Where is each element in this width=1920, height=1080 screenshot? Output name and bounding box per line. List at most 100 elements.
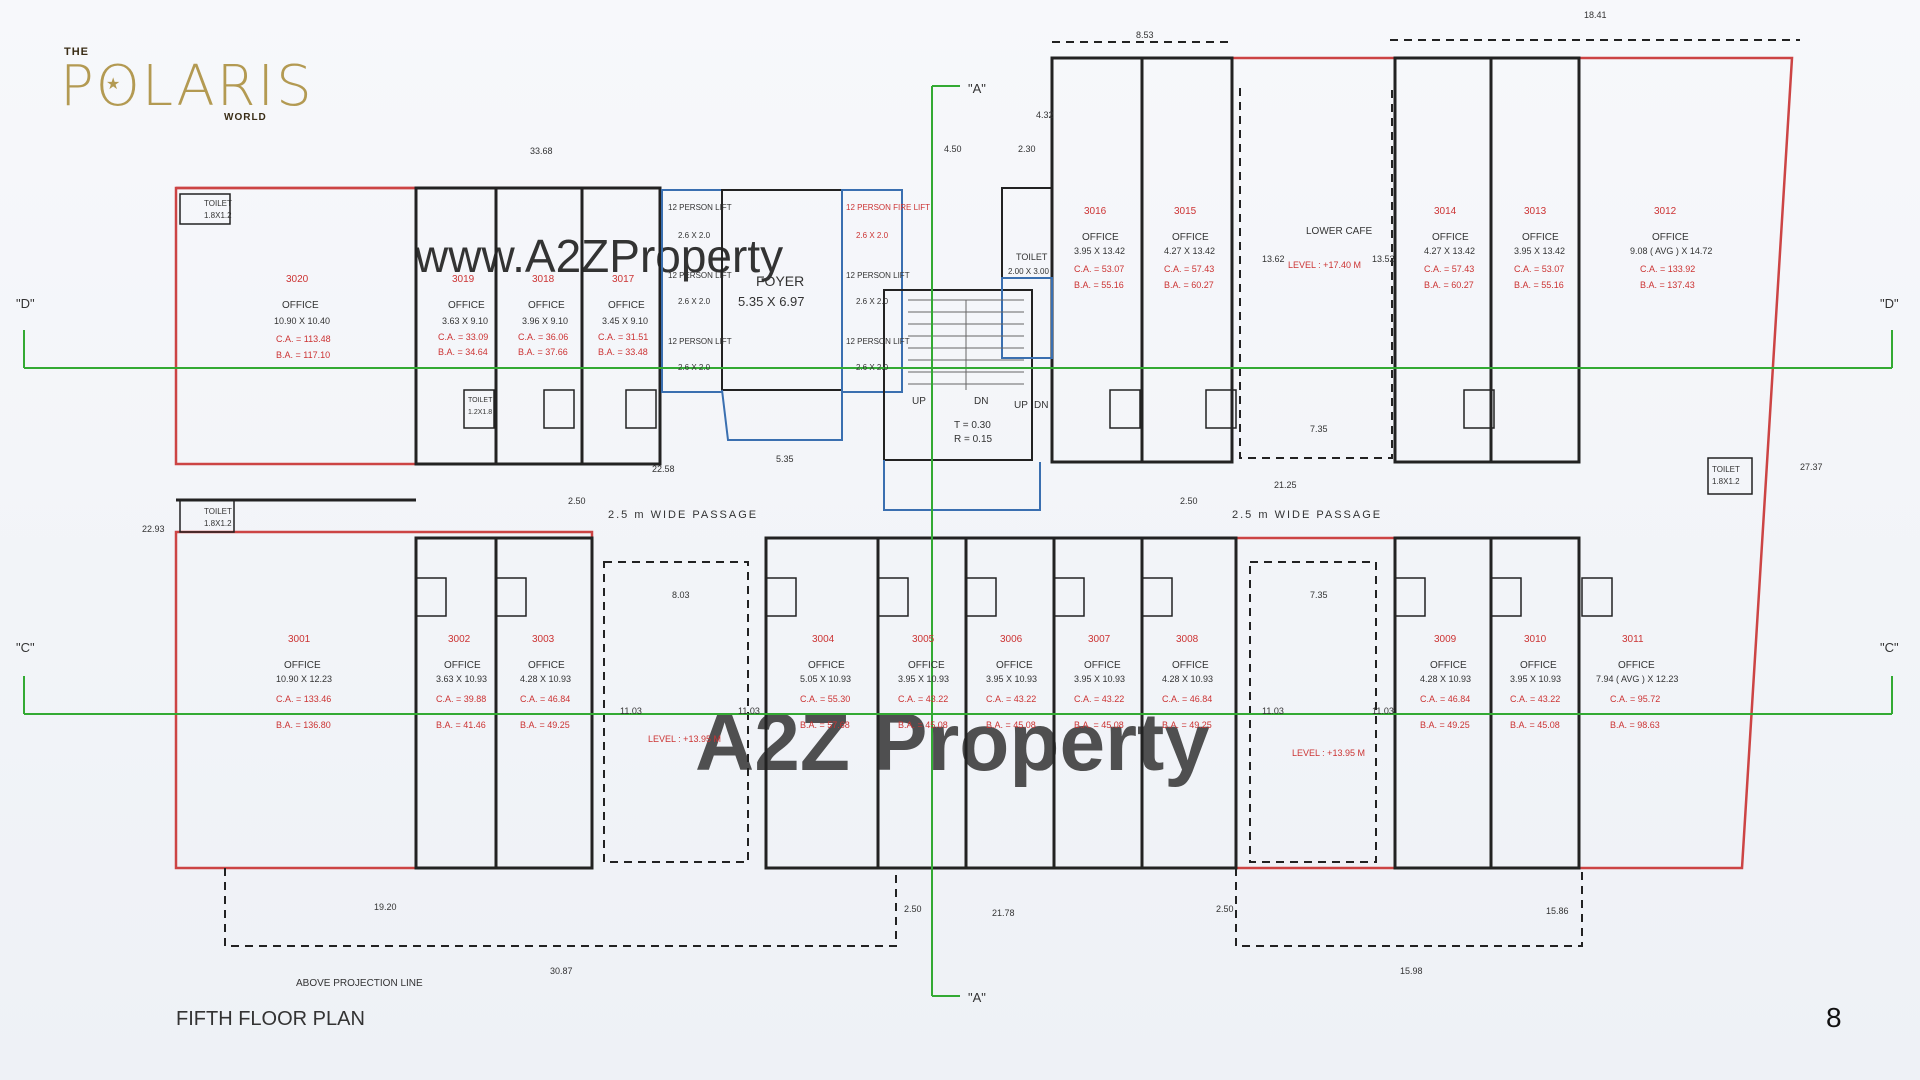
bottom-offices: 3001 OFFICE 10.90 X 12.23 C.A. = 133.46 … xyxy=(276,634,1678,730)
office-3006: 3006 OFFICE 3.95 X 10.93 C.A. = 43.22 B.… xyxy=(986,634,1037,730)
office-number: 3001 xyxy=(288,634,311,645)
office-ba: B.A. = 55.16 xyxy=(1074,280,1124,290)
office-number: 3005 xyxy=(912,634,935,645)
office-size: 3.95 X 10.93 xyxy=(1074,674,1125,684)
dim-7-35-top: 7.35 xyxy=(1310,424,1328,434)
office-size: 3.96 X 9.10 xyxy=(522,316,568,326)
office-number: 3016 xyxy=(1084,206,1107,217)
office-size: 4.28 X 10.93 xyxy=(1420,674,1471,684)
toilet-small-size: 1.2X1.8 xyxy=(468,409,492,416)
cafe-name: LOWER CAFE xyxy=(1306,226,1372,237)
logo-the: THE xyxy=(64,46,89,58)
dim-11-03-d: 11.03 xyxy=(1372,706,1394,716)
office-size: 4.28 X 10.93 xyxy=(1162,674,1213,684)
office-type: OFFICE xyxy=(528,300,565,311)
dim-22-93: 22.93 xyxy=(142,524,165,534)
office-type: OFFICE xyxy=(1618,660,1655,671)
office-3020: 3020 OFFICE 10.90 X 10.40 C.A. = 113.48 … xyxy=(274,274,331,360)
office-number: 3003 xyxy=(532,634,555,645)
office-size: 7.94 ( AVG ) X 12.23 xyxy=(1596,674,1678,684)
foyer-size: 5.35 X 6.97 xyxy=(738,294,805,309)
dim-4-32: 4.32 xyxy=(1036,110,1054,120)
lift-2-size: 2.6 X 2.0 xyxy=(678,297,711,306)
office-size: 3.63 X 10.93 xyxy=(436,674,487,684)
office-ca: C.A. = 46.84 xyxy=(1420,694,1470,704)
dimensions: 33.68 8.53 18.41 4.50 2.30 4.32 22.58 5.… xyxy=(142,10,1823,976)
office-ba: B.A. = 98.63 xyxy=(1610,720,1660,730)
central-toilet-size: 2.00 X 3.00 xyxy=(1008,267,1049,276)
office-type: OFFICE xyxy=(908,660,945,671)
office-ba: B.A. = 60.27 xyxy=(1424,280,1474,290)
logo-world: WORLD xyxy=(224,112,267,123)
office-size: 3.95 X 10.93 xyxy=(898,674,949,684)
office-type: OFFICE xyxy=(1430,660,1467,671)
office-size: 5.05 X 10.93 xyxy=(800,674,851,684)
dim-21-78: 21.78 xyxy=(992,908,1015,918)
grid-a-bottom: "A" xyxy=(968,990,986,1005)
office-number: 3018 xyxy=(532,274,555,285)
dim-13-52: 13.52 xyxy=(1372,254,1395,264)
office-size: 3.95 X 13.42 xyxy=(1514,246,1565,256)
office-number: 3009 xyxy=(1434,634,1457,645)
office-number: 3017 xyxy=(612,274,635,285)
office-3018: 3018 OFFICE 3.96 X 9.10 C.A. = 36.06 B.A… xyxy=(518,274,568,357)
stair-up-2: UP xyxy=(1014,400,1028,411)
dim-13-62: 13.62 xyxy=(1262,254,1285,264)
office-type: OFFICE xyxy=(1432,232,1469,243)
office-ca: C.A. = 57.43 xyxy=(1424,264,1474,274)
office-type: OFFICE xyxy=(1172,660,1209,671)
office-number: 3014 xyxy=(1434,206,1457,217)
toilet-large-2-size: 1.8X1.2 xyxy=(204,519,232,528)
grid-c-right: "C" xyxy=(1880,640,1899,655)
office-type: OFFICE xyxy=(1652,232,1689,243)
stair-treads xyxy=(908,299,1024,390)
grid-c-left: "C" xyxy=(16,640,35,655)
office-type: OFFICE xyxy=(1082,232,1119,243)
lift-6-size: 2.6 X 2.0 xyxy=(856,363,889,372)
dim-11-03-a: 11.03 xyxy=(620,706,642,716)
office-number: 3002 xyxy=(448,634,471,645)
watermark-center: A2Z Property xyxy=(695,697,1210,788)
central-toilet-name: TOILET xyxy=(1016,252,1048,262)
office-3010: 3010 OFFICE 3.95 X 10.93 C.A. = 43.22 B.… xyxy=(1510,634,1561,730)
office-3002: 3002 OFFICE 3.63 X 10.93 C.A. = 39.88 B.… xyxy=(436,634,487,730)
office-type: OFFICE xyxy=(282,300,319,311)
office-ca: C.A. = 31.51 xyxy=(598,332,648,342)
level-right: LEVEL : +13.95 M xyxy=(1292,748,1365,758)
office-size: 4.27 X 13.42 xyxy=(1424,246,1475,256)
office-ca: C.A. = 55.30 xyxy=(800,694,850,704)
office-ba: B.A. = 136.80 xyxy=(276,720,331,730)
office-ca: C.A. = 133.46 xyxy=(276,694,331,704)
office-number: 3010 xyxy=(1524,634,1547,645)
office-size: 4.28 X 10.93 xyxy=(520,674,571,684)
lift-1-size: 2.6 X 2.0 xyxy=(678,231,711,240)
office-type: OFFICE xyxy=(996,660,1033,671)
star-icon: ★ xyxy=(106,76,121,93)
office-size: 3.45 X 9.10 xyxy=(602,316,648,326)
office-ba: B.A. = 49.25 xyxy=(1420,720,1470,730)
lift-4-size: 2.6 X 2.0 xyxy=(856,231,889,240)
office-ca: C.A. = 43.22 xyxy=(898,694,948,704)
page-number: 8 xyxy=(1826,1002,1842,1033)
office-ca: C.A. = 36.06 xyxy=(518,332,568,342)
office-ca: C.A. = 46.84 xyxy=(1162,694,1212,704)
dim-11-03-b: 11.03 xyxy=(738,706,760,716)
office-3005: 3005 OFFICE 3.95 X 10.93 C.A. = 43.22 B.… xyxy=(898,634,949,730)
office-type: OFFICE xyxy=(1522,232,1559,243)
toilet-large-3-size: 1.8X1.2 xyxy=(1712,477,1740,486)
office-ca: C.A. = 113.48 xyxy=(276,334,331,344)
office-ba: B.A. = 117.10 xyxy=(276,350,330,360)
office-number: 3015 xyxy=(1174,206,1197,217)
office-3003: 3003 OFFICE 4.28 X 10.93 C.A. = 46.84 B.… xyxy=(520,634,571,730)
office-size: 3.63 X 9.10 xyxy=(442,316,488,326)
office-ba: B.A. = 37.66 xyxy=(518,347,568,357)
office-ba: B.A. = 49.25 xyxy=(1162,720,1212,730)
office-size: 3.95 X 10.93 xyxy=(986,674,1037,684)
office-size: 10.90 X 12.23 xyxy=(276,674,332,684)
dim-2-50-b: 2.50 xyxy=(1180,496,1198,506)
office-type: OFFICE xyxy=(808,660,845,671)
stair-up-1: UP xyxy=(912,396,926,407)
office-ba: B.A. = 57.68 xyxy=(800,720,850,730)
